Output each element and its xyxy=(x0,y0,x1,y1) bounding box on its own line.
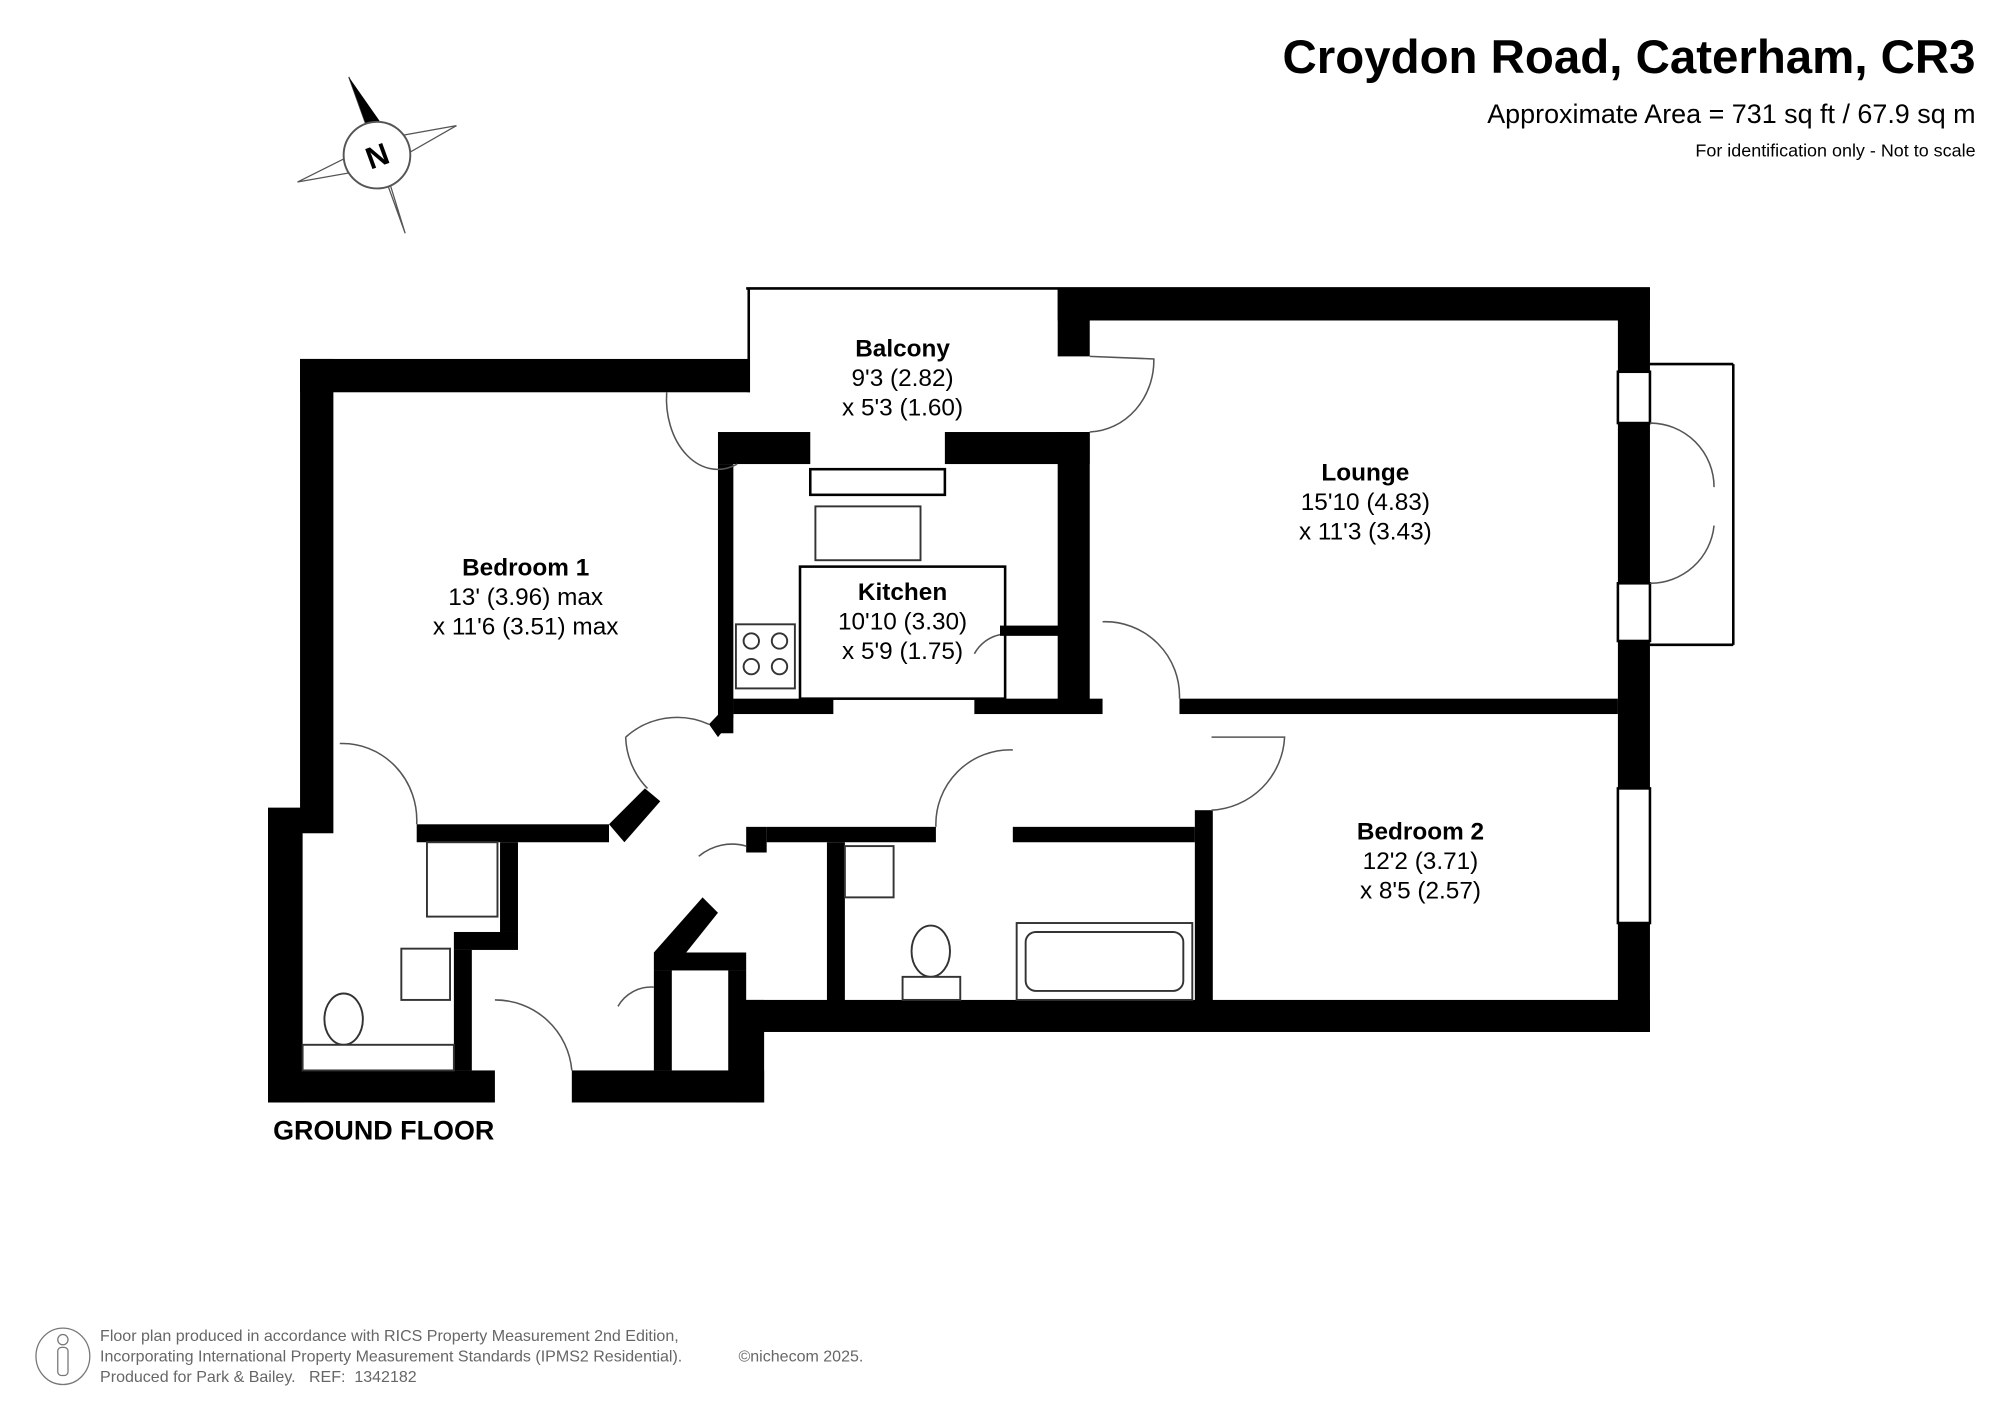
basin-icon xyxy=(400,947,452,1001)
shower-icon xyxy=(426,841,499,918)
room-bedroom-1: Bedroom 1 13' (3.96) max x 11'6 (3.51) m… xyxy=(433,555,619,641)
svg-text:9'3 (2.82): 9'3 (2.82) xyxy=(852,365,954,392)
svg-text:15'10 (4.83): 15'10 (4.83) xyxy=(1301,489,1430,516)
svg-text:10'10 (3.30): 10'10 (3.30) xyxy=(838,608,967,635)
room-kitchen: Kitchen 10'10 (3.30) x 5'9 (1.75) xyxy=(838,579,967,665)
floor-label: GROUND FLOOR xyxy=(273,1116,494,1146)
svg-text:x 11'3 (3.43): x 11'3 (3.43) xyxy=(1299,519,1432,546)
compass-north-icon: N xyxy=(297,76,457,234)
footer-line-2: Incorporating International Property Mea… xyxy=(100,1347,682,1365)
disclaimer: For identification only - Not to scale xyxy=(1695,140,1975,160)
toilet-icon xyxy=(910,924,951,978)
svg-text:Balcony: Balcony xyxy=(855,335,950,362)
hob-icon xyxy=(734,623,796,690)
fixtures xyxy=(301,505,1194,1072)
svg-text:Lounge: Lounge xyxy=(1321,460,1409,487)
svg-text:12'2 (3.71): 12'2 (3.71) xyxy=(1363,848,1479,875)
kitchen-sink-icon xyxy=(814,505,922,562)
doors xyxy=(339,355,1715,1071)
svg-text:13' (3.96) max: 13' (3.96) max xyxy=(448,584,603,611)
svg-text:Bedroom 2: Bedroom 2 xyxy=(1357,819,1484,846)
room-balcony: Balcony 9'3 (2.82) x 5'3 (1.60) xyxy=(842,335,963,421)
svg-text:Bedroom 1: Bedroom 1 xyxy=(462,555,589,582)
svg-text:x 8'5 (2.57): x 8'5 (2.57) xyxy=(1360,878,1481,905)
toilet-icon xyxy=(323,992,364,1046)
svg-text:x 11'6 (3.51) max: x 11'6 (3.51) max xyxy=(433,614,619,641)
walls xyxy=(268,287,1735,1103)
footer-copyright: ©nichecom 2025. xyxy=(738,1347,863,1365)
svg-text:Kitchen: Kitchen xyxy=(858,579,947,606)
footer-line-3: Produced for Park & Bailey. REF: 1342182 xyxy=(100,1368,417,1386)
shower-icon xyxy=(843,845,895,899)
room-bedroom-2: Bedroom 2 12'2 (3.71) x 8'5 (2.57) xyxy=(1357,819,1484,905)
property-title: Croydon Road, Caterham, CR3 xyxy=(1283,31,1976,84)
svg-text:x 5'9 (1.75): x 5'9 (1.75) xyxy=(842,638,963,665)
footer-line-1: Floor plan produced in accordance with R… xyxy=(100,1327,679,1345)
room-lounge: Lounge 15'10 (4.83) x 11'3 (3.43) xyxy=(1299,460,1432,546)
approximate-area: Approximate Area = 731 sq ft / 67.9 sq m xyxy=(1487,99,1975,129)
svg-text:x 5'3 (1.60): x 5'3 (1.60) xyxy=(842,394,963,421)
person-icon xyxy=(35,1327,91,1386)
